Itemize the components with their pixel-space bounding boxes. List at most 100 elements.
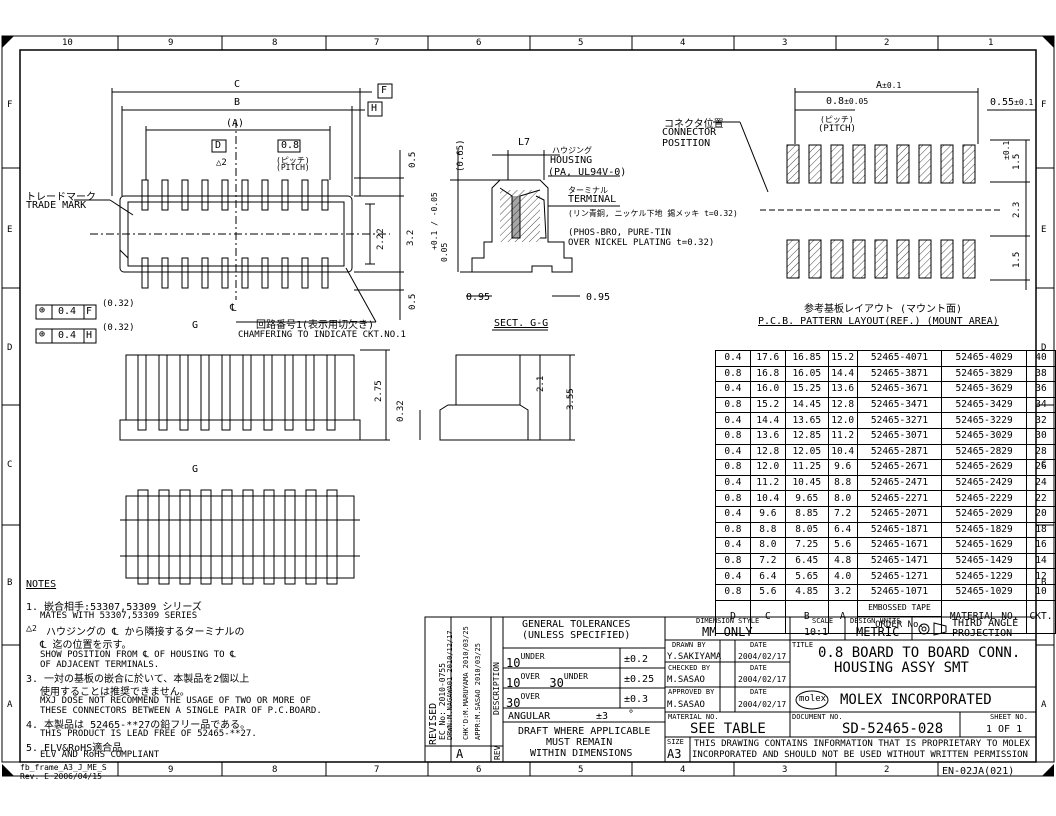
datum-f: F (381, 85, 388, 96)
terminal-pin (242, 354, 252, 431)
terminal-pin (261, 257, 269, 289)
table-cell: 52465-1071 (856, 583, 943, 601)
sheet-value: 1 OF 1 (986, 724, 1023, 735)
pcb-pad (852, 239, 866, 279)
table-cell: 20 (1025, 505, 1056, 523)
zone-col-label: 6 (476, 38, 482, 48)
terminal-pin (281, 257, 289, 289)
terminal-pin (263, 354, 273, 431)
pcb-pad (962, 239, 976, 279)
pad-width: 0.55±0.1 (990, 97, 1034, 108)
note-line: ELV AND RoHS COMPLIANT (40, 750, 160, 760)
approved-by: M.SASAO (667, 700, 705, 710)
size-label: SIZE (667, 738, 684, 746)
dim-095-a: 0.95 (466, 292, 491, 303)
pitch-dim: 0.8 (281, 140, 300, 151)
checked-label: CHECKED BY (668, 664, 711, 672)
pcb-pad (940, 144, 954, 184)
bottom-view-pins (137, 489, 338, 585)
degree-symbol: ° (628, 709, 635, 720)
terminal-pin (221, 257, 229, 289)
terminal-pin (321, 179, 329, 211)
zone-col-label: 4 (680, 765, 686, 775)
housing-jp: ハウジング (552, 146, 592, 155)
dim-a: (A) (226, 118, 245, 129)
pcb-pad (896, 239, 910, 279)
tol-value-1: 0.4 (58, 306, 77, 317)
terminal-pin (321, 257, 329, 289)
zone-col-label: 3 (782, 765, 788, 775)
notes-title: NOTES (26, 579, 57, 590)
terminal-pin (161, 179, 169, 211)
note-line: 1. 嵌合相手:53307,53309 シリーズ (26, 602, 202, 613)
document-label: DOCUMENT NO. (792, 713, 843, 721)
ckt-jp: 回路番号1(表示用切欠き) (256, 320, 375, 331)
zone-col-label: 3 (782, 38, 788, 48)
frame-rev: Rev. E 2006/04/15 (20, 772, 102, 781)
approved-date-label: DATE (750, 688, 767, 696)
checked-date: 2004/02/17 (738, 675, 787, 684)
terminal-pin (326, 489, 338, 585)
terminal-pin (221, 354, 231, 431)
terminal-pin (281, 179, 289, 211)
zone-row-label: C (7, 460, 13, 470)
dim-c: C (234, 79, 241, 90)
terminal-pin (241, 179, 249, 211)
pcb-pad (918, 144, 932, 184)
note-line: 使用することは推奨できません。 (40, 687, 190, 698)
approved-date: 2004/02/17 (738, 700, 787, 709)
terminal-pin (305, 489, 317, 585)
proprietary-line-1: THIS DRAWING CONTAINS INFORMATION THAT I… (694, 739, 1030, 749)
zone-col-label: 8 (272, 765, 278, 775)
zone-col-label: 2 (884, 765, 890, 775)
zone-row-label: F (7, 100, 13, 110)
housing-material: (PA, UL94V-0) (548, 167, 627, 178)
zone-col-label: 9 (168, 38, 174, 48)
note-line: 4. 本製品は 52465-**27の鉛フリー品である。 (26, 720, 251, 731)
zone-row-label: A (1041, 700, 1047, 710)
tol-row-3: 30OVER (506, 692, 540, 710)
drawing-title-2: HOUSING ASSY SMT (834, 660, 969, 676)
pcb-pad (940, 239, 954, 279)
terminal-pin (284, 354, 294, 431)
rev-label: REV (493, 745, 502, 760)
zone-row-label: E (1041, 225, 1047, 235)
sheet-label: SHEET NO. (990, 713, 1028, 721)
approved-rev: APPR:M.SASAO 2010/03/25 (474, 643, 482, 740)
tol-row-1: 10UNDER (506, 652, 545, 670)
terminal-pin (158, 354, 168, 431)
draft-line-2: MUST REMAIN (546, 737, 613, 748)
datum-h: H (371, 103, 378, 114)
terminal-pin (261, 179, 269, 211)
zone-col-label: 1 (988, 38, 994, 48)
note-line: OF ADJACENT TERMINALS. (40, 660, 160, 670)
zone-col-label: 8 (272, 38, 278, 48)
checked-date-label: DATE (750, 664, 767, 672)
dim-b: B (234, 97, 241, 108)
pcb-pads (786, 144, 976, 279)
terminal-pin (137, 489, 149, 585)
pcb-pad (918, 239, 932, 279)
side-view-pins (137, 354, 336, 431)
terminal-pin (242, 489, 254, 585)
zone-row-label: E (7, 225, 13, 235)
terminal-pin (263, 489, 275, 585)
company-name: MOLEX INCORPORATED (840, 692, 992, 708)
pcb-pad (830, 239, 844, 279)
terminal-pin (221, 179, 229, 211)
ckt-en: CHAMFERING TO INDICATE CKT.NO.1 (238, 330, 406, 340)
terminal-pin (181, 179, 189, 211)
section-label: SECT. G-G (494, 318, 549, 329)
pcb-pitch-jp: (ピッチ) (820, 115, 854, 124)
note-line: MXJ DOSE NOT RECOMMEND THE USAGE OF TWO … (40, 696, 311, 706)
top-view-pins (141, 179, 329, 289)
terminal-pin (141, 257, 149, 289)
dim-032-a: (0.32) (102, 299, 135, 309)
drawn-label: DRAWN BY (672, 641, 706, 649)
housing-en: HOUSING (550, 155, 593, 166)
